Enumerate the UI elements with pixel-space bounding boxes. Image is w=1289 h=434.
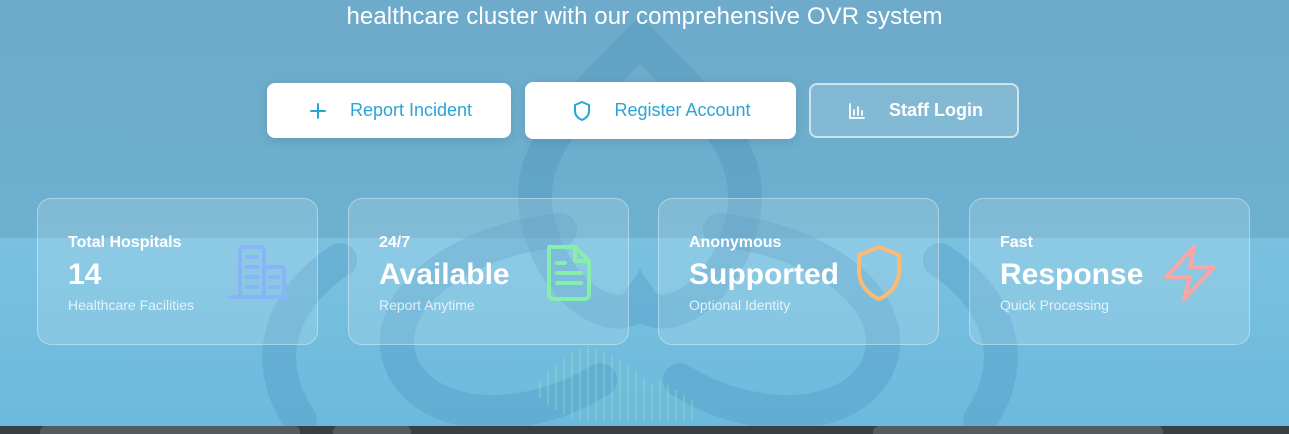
bottom-card-edge	[333, 426, 411, 434]
stat-description: Optional Identity	[689, 297, 791, 313]
stat-description: Quick Processing	[1000, 297, 1109, 313]
bottom-card-edge	[40, 426, 300, 434]
stat-card-availability: 24/7 Available Report Anytime	[348, 198, 629, 345]
stat-label: Total Hospitals	[68, 234, 182, 251]
stat-value: Response	[1000, 258, 1144, 291]
shield-icon	[857, 245, 901, 301]
shield-icon	[570, 99, 594, 123]
plus-icon	[306, 99, 330, 123]
bottom-card-edge	[873, 426, 1163, 434]
stat-value: 14	[68, 258, 102, 291]
stat-value: Supported	[689, 258, 839, 291]
register-account-button[interactable]: Register Account	[525, 82, 796, 139]
hero-subtitle: healthcare cluster with our comprehensiv…	[346, 3, 943, 30]
stat-card-response: Fast Response Quick Processing	[969, 198, 1250, 345]
document-icon	[547, 245, 591, 301]
stat-description: Healthcare Facilities	[68, 297, 195, 313]
staff-login-label: Staff Login	[889, 100, 983, 120]
stat-label: Anonymous	[689, 234, 782, 251]
stat-value: Available	[379, 258, 510, 291]
stat-card-anonymous: Anonymous Supported Optional Identity	[658, 198, 939, 345]
report-incident-label: Report Incident	[349, 100, 473, 120]
bottom-section-edge	[0, 426, 1289, 434]
lightning-icon	[1164, 245, 1216, 301]
stat-card-hospitals: Total Hospitals 14 Healthcare Facilities	[37, 198, 318, 345]
stat-label: Fast	[1000, 234, 1033, 251]
report-incident-button[interactable]: Report Incident	[267, 83, 511, 138]
stat-description: Report Anytime	[379, 297, 475, 313]
stat-label: 24/7	[379, 234, 411, 251]
building-icon	[228, 245, 288, 299]
bar-chart-icon	[845, 99, 869, 123]
register-account-label: Register Account	[614, 100, 751, 120]
staff-login-button[interactable]: Staff Login	[809, 83, 1019, 138]
hero-background-bottom	[0, 238, 1289, 426]
